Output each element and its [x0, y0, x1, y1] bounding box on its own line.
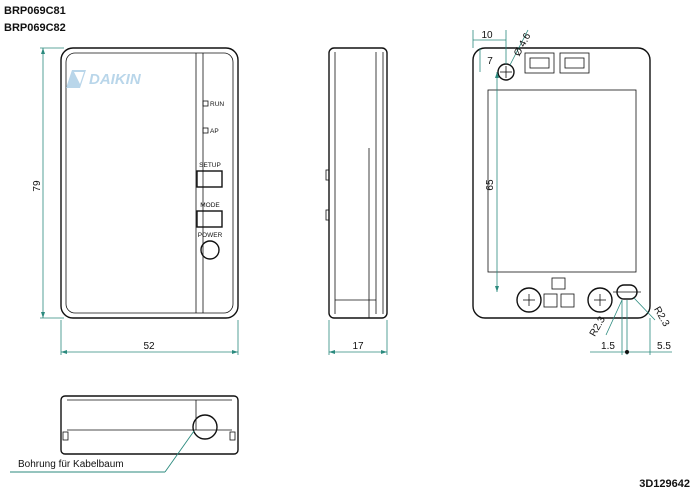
model-number-1: BRP069C81 — [4, 5, 66, 17]
dim-10: 10 — [481, 30, 493, 41]
dim-depth-17: 17 — [352, 341, 364, 352]
dim-height-79: 79 — [32, 180, 43, 192]
cable-hole-icon — [192, 414, 218, 440]
ap-label: AP — [210, 128, 219, 135]
dim-65: 65 — [485, 179, 496, 191]
mode-button[interactable] — [196, 210, 223, 228]
mode-label: MODE — [200, 202, 220, 209]
run-label: RUN — [210, 101, 224, 108]
brand-text: DAIKIN — [89, 71, 142, 88]
model-number-2: BRP069C82 — [4, 22, 66, 34]
back-view: 10 Ø 4.6 7 65 R2.3 R2.3 1 — [472, 29, 672, 355]
front-view: 79 DAIKIN RUN AP SETUP MODE POWER 52 — [32, 47, 239, 355]
dim-width-52: 52 — [143, 341, 155, 352]
setup-button[interactable] — [196, 170, 223, 188]
dim-5-5: 5.5 — [657, 341, 671, 352]
power-button[interactable] — [200, 240, 220, 260]
bottom-view: Bohrung für Kabelbaum — [10, 395, 239, 473]
power-label: POWER — [198, 232, 223, 239]
cable-hole-note: Bohrung für Kabelbaum — [18, 459, 124, 470]
dim-hole-diameter: Ø 4.6 — [512, 31, 533, 58]
dim-r23-right: R2.3 — [651, 305, 671, 329]
side-view: 17 — [325, 47, 388, 355]
run-led-icon — [202, 100, 209, 107]
drawing-number: 3D129642 — [639, 478, 690, 490]
daikin-logo: DAIKIN — [66, 70, 142, 88]
dim-1-5: 1.5 — [601, 341, 615, 352]
setup-label: SETUP — [199, 162, 221, 169]
dim-7: 7 — [487, 56, 493, 67]
ap-led-icon — [202, 127, 209, 134]
